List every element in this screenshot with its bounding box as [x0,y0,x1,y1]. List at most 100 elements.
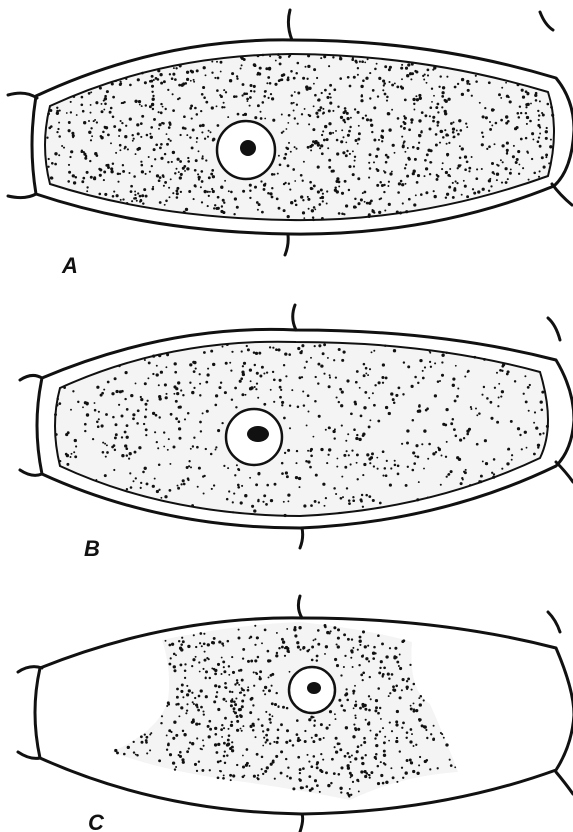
granule [445,408,448,411]
granule [155,414,158,417]
granule [222,660,225,663]
granule [188,460,190,462]
granule [444,112,447,115]
granule [373,465,375,467]
granule [426,737,428,739]
granule [241,679,244,682]
granule [538,119,540,121]
granule [242,190,245,193]
granule [68,121,71,124]
granule [241,57,244,60]
granule [256,372,259,375]
granule [319,791,321,793]
granule [201,748,203,750]
granule [318,738,321,741]
granule [74,455,77,458]
granule [307,146,310,149]
granule [551,114,554,117]
granule [231,72,234,75]
granule [145,434,147,436]
granule [168,729,171,732]
granule [320,106,323,109]
granule [141,741,144,744]
granule [310,357,312,359]
granule [306,785,309,788]
granule [213,484,215,486]
granule [178,97,180,99]
granule [178,754,180,756]
granule [297,123,299,125]
granule [525,103,528,106]
granule [217,743,220,746]
granule [313,68,316,71]
granule [524,375,526,377]
granule [368,660,370,662]
granule [454,766,456,768]
granule [285,741,288,744]
granule [271,173,274,176]
granule [354,156,356,158]
granule [214,733,217,736]
granule [150,732,152,734]
granule [237,113,240,116]
granule [148,361,151,364]
granule [199,373,201,375]
granule [395,720,398,723]
granule [259,677,262,680]
granule [369,119,372,122]
granule [540,400,543,403]
granule [193,370,196,373]
granule [223,666,225,668]
granule [333,359,335,361]
granule [249,105,251,107]
granule [525,106,527,108]
granule [429,115,431,117]
granule [124,135,127,138]
granule [406,731,409,734]
granule [365,719,367,721]
granule [352,496,354,498]
granule [246,762,249,765]
granule [212,139,215,142]
granule [137,192,139,194]
granule [345,154,348,157]
granule [330,96,332,98]
granule [471,156,473,158]
granule [313,639,315,641]
granule [308,123,310,125]
granule [287,164,290,167]
granule [429,161,432,164]
granule [493,473,495,475]
granule [354,403,357,406]
granule [335,180,338,183]
granule [141,170,144,173]
granule [256,672,259,675]
granule [328,122,331,125]
granule [96,421,99,424]
granule [407,157,410,160]
granule [298,626,301,629]
granule [358,438,361,441]
granule [82,406,84,408]
granule [429,768,431,770]
granule [370,124,373,127]
granule [178,715,180,717]
granule [274,778,276,780]
granule [211,106,214,109]
granule [409,72,412,75]
granule [436,121,439,124]
granule [200,186,202,188]
granule [116,751,119,754]
granule [326,462,328,464]
granule [294,117,296,119]
granule [167,449,169,451]
granule [249,190,251,192]
granule [324,653,326,655]
granule [113,444,116,447]
granule [182,127,185,130]
granule [343,111,346,114]
granule [105,456,107,458]
granule [281,74,284,77]
granule [207,368,209,370]
granule [425,114,428,117]
